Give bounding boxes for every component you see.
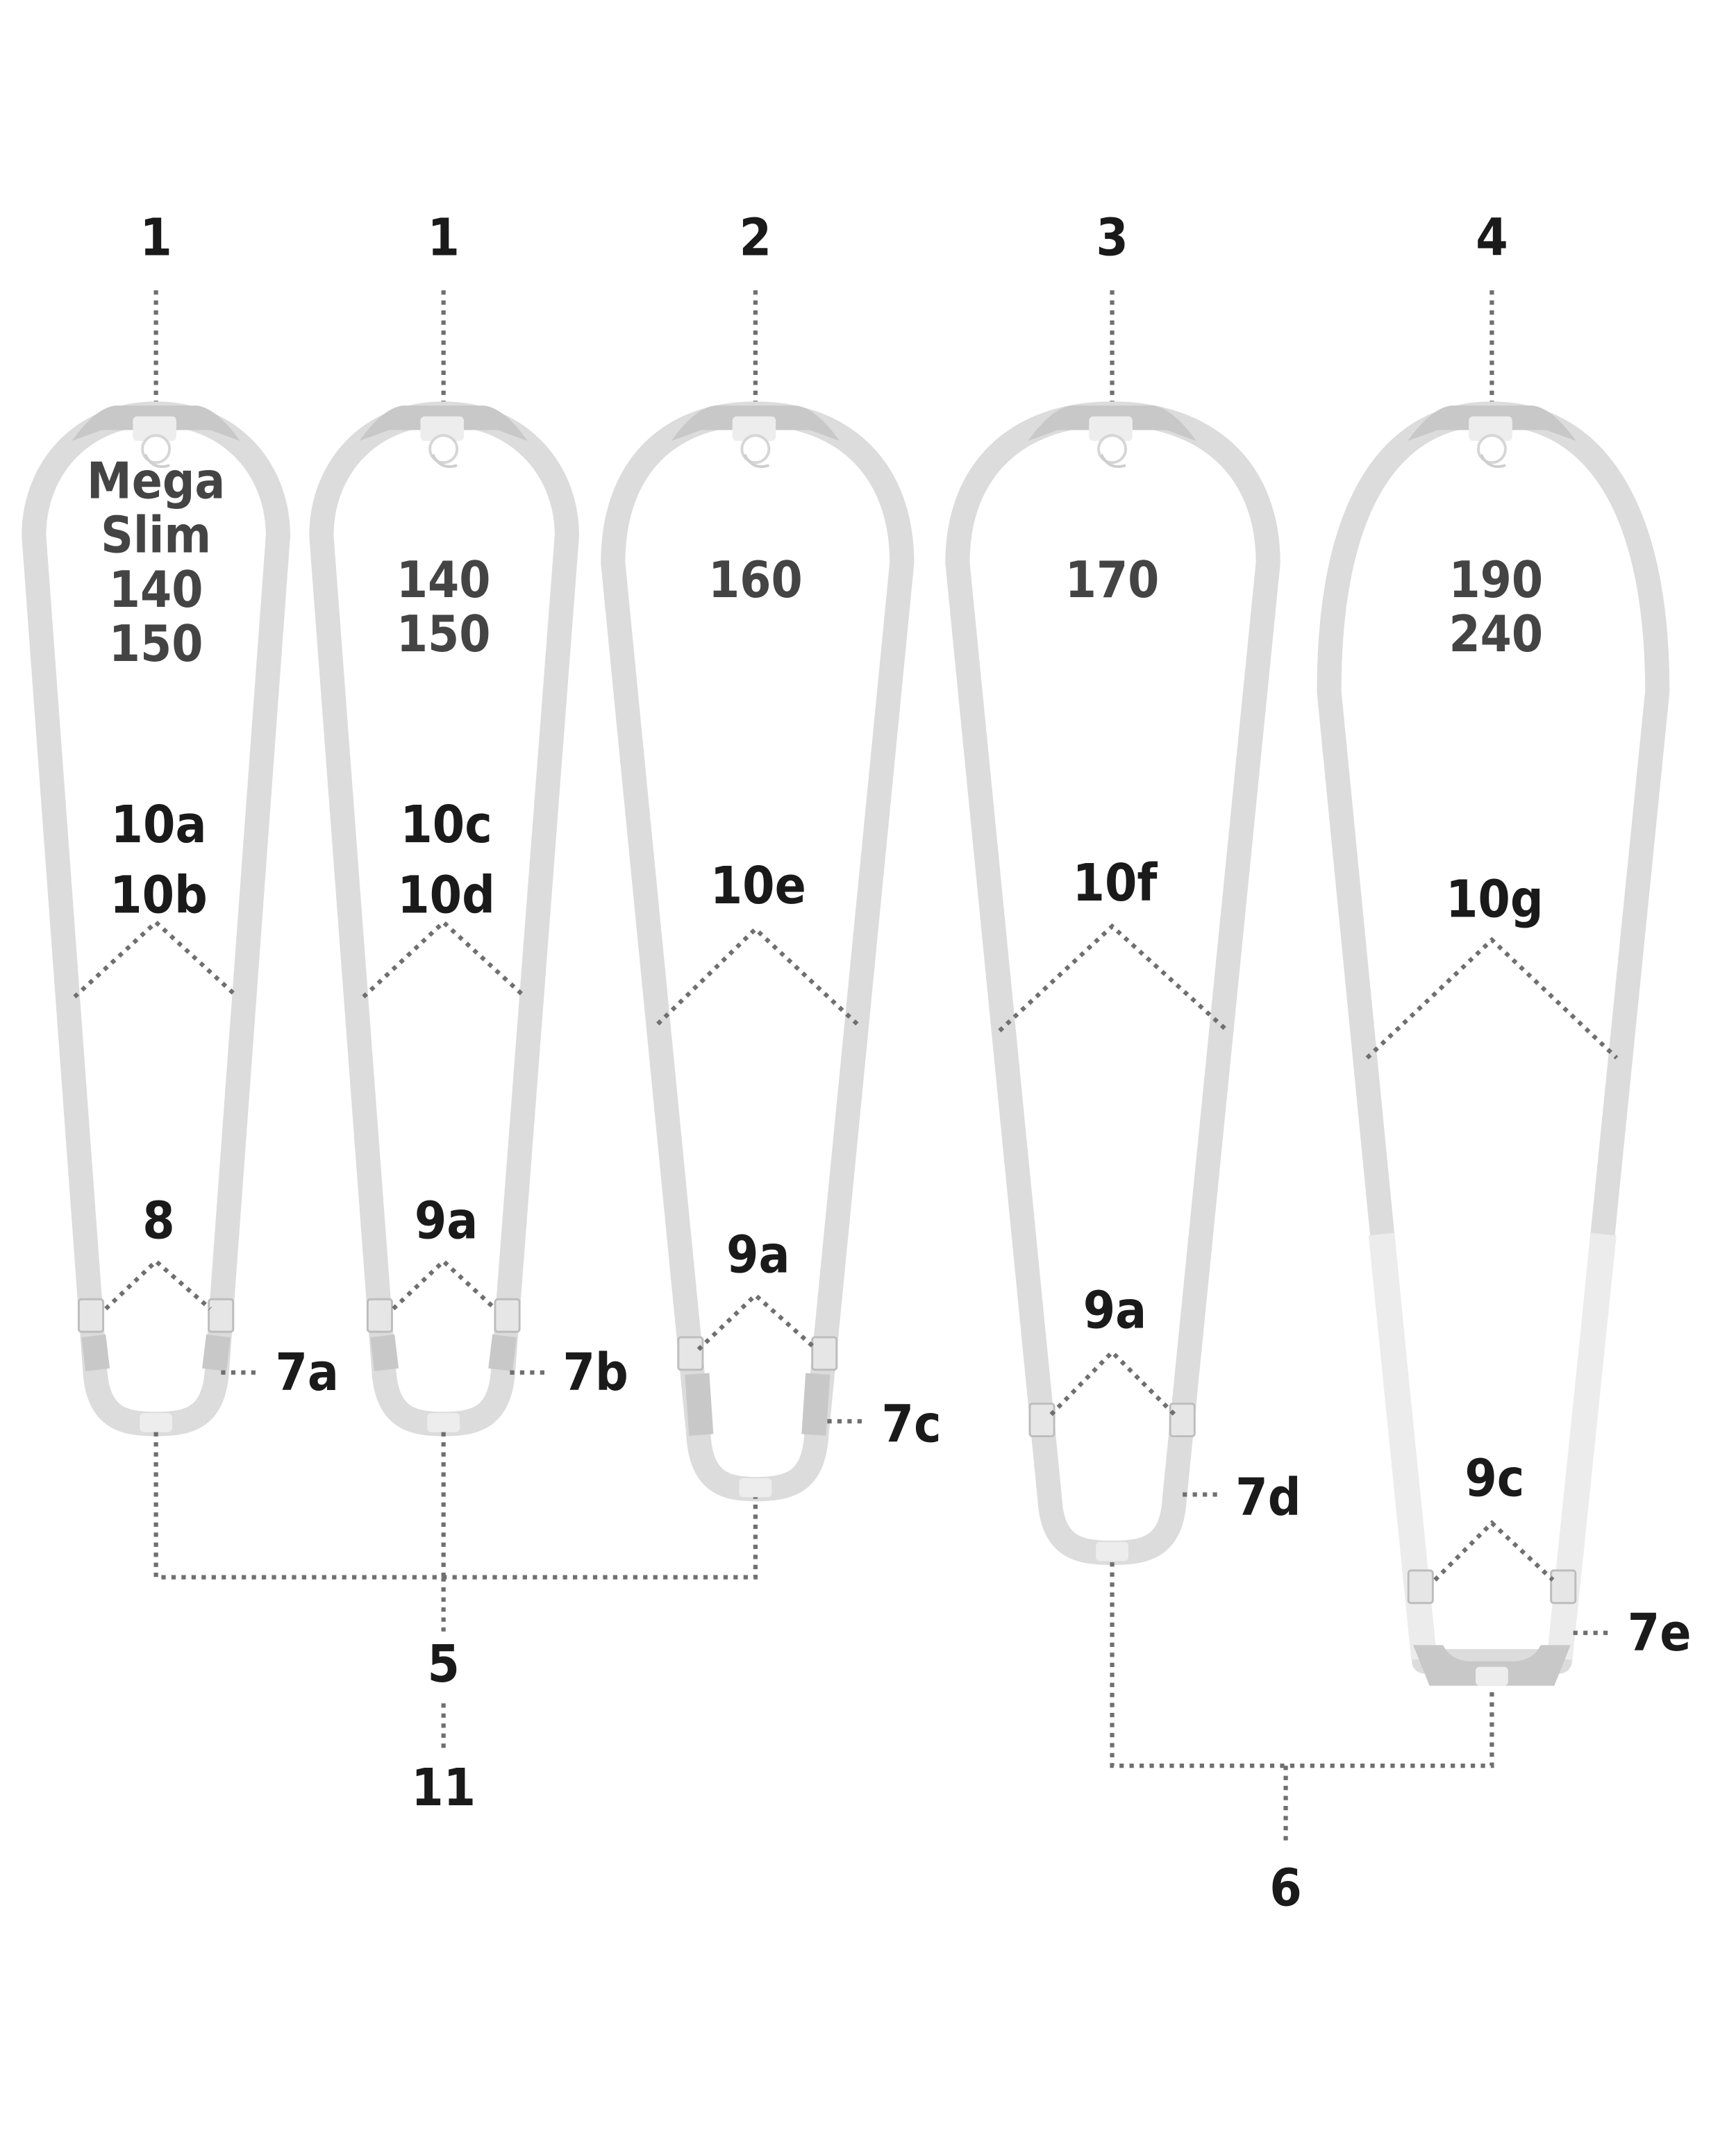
head-rope-icon	[431, 453, 458, 468]
clamp-label: 7d	[1235, 1467, 1301, 1528]
trim-clamp-right	[494, 1298, 521, 1333]
head-fitting	[732, 416, 776, 441]
size-label: 240	[1449, 605, 1543, 664]
grip-leader-line	[362, 919, 526, 999]
grip-leader-line	[1365, 937, 1619, 1060]
head-rope-icon	[1480, 453, 1506, 468]
head-hook-icon	[1476, 434, 1507, 464]
model-number-label: 1	[140, 207, 172, 267]
head-fitting	[1469, 416, 1512, 441]
trim-clamp-left	[1407, 1569, 1434, 1605]
tail-leader-line	[104, 1258, 212, 1311]
tail-end-cap	[1096, 1541, 1128, 1562]
size-label: 140	[397, 551, 491, 610]
model-number-label: 1	[427, 207, 459, 267]
model-number-label: 3	[1096, 207, 1128, 267]
head-hook-icon	[141, 434, 172, 464]
model-number-label: 4	[1476, 207, 1508, 267]
size-label: 160	[708, 551, 803, 610]
head-rope-icon	[144, 453, 170, 468]
group-label-5: 5	[427, 1634, 459, 1694]
boom-tail-section	[685, 1373, 831, 1436]
clamp-label: 7b	[563, 1342, 628, 1403]
size-label: 190	[1449, 551, 1543, 610]
grip-label: 10a	[111, 794, 207, 855]
tail-end-cap	[1476, 1666, 1508, 1686]
tail-end-cap	[140, 1413, 173, 1432]
tail-brackets: 5 11 6	[153, 1432, 1494, 1918]
tail-label: 9a	[726, 1224, 790, 1284]
tail-label: 9a	[415, 1190, 478, 1250]
head-fitting	[1089, 416, 1133, 441]
grip-label: 10d	[397, 865, 495, 926]
trim-clamp-right	[811, 1336, 838, 1371]
trim-clamp-right	[208, 1298, 235, 1333]
tail-label: 9c	[1464, 1448, 1524, 1509]
grip-label: 10g	[1446, 869, 1544, 930]
tail-leader-line	[696, 1292, 818, 1351]
tail-end-cap	[739, 1478, 772, 1498]
boom-4: 3 170 10f 9a 7d	[945, 207, 1301, 1566]
group-label-6: 6	[1269, 1857, 1301, 1918]
tail-leader-line	[1049, 1348, 1176, 1416]
grip-leader-line	[73, 919, 239, 999]
grip-label: 10f	[1073, 853, 1158, 913]
grip-label: 10c	[400, 794, 492, 855]
head-hook-icon	[428, 434, 459, 464]
head-rope-icon	[743, 453, 770, 468]
size-label: 170	[1065, 551, 1160, 610]
grip-label: 10b	[110, 865, 208, 926]
trim-clamp-left	[366, 1298, 393, 1333]
clamp-label: 7a	[275, 1342, 339, 1403]
trim-clamp-left	[1028, 1403, 1055, 1437]
grip-leader-line	[656, 926, 859, 1026]
head-fitting	[133, 416, 176, 441]
bracket-6-line	[1110, 1562, 1494, 1842]
tail-leader-line	[392, 1258, 497, 1311]
head-rope-icon	[1100, 453, 1126, 468]
group-label-11: 11	[411, 1757, 476, 1818]
clamp-label: 7c	[882, 1393, 942, 1454]
model-number-label: 2	[740, 207, 771, 267]
head-hook-icon	[740, 434, 771, 464]
trim-clamp-left	[677, 1336, 704, 1371]
grip-label: 10e	[710, 855, 806, 916]
tail-label: 8	[142, 1190, 174, 1250]
size-label: Slim	[101, 507, 211, 565]
trim-clamp-right	[1169, 1403, 1196, 1437]
size-label: 140	[109, 561, 203, 619]
bracket-5-line	[153, 1432, 758, 1750]
size-label: Mega	[87, 453, 225, 511]
tail-end-cap	[427, 1413, 460, 1432]
head-hook-icon	[1097, 434, 1128, 464]
boom-tail-section	[81, 1334, 231, 1371]
size-label: 150	[109, 615, 203, 673]
tail-leader-line	[1433, 1520, 1555, 1582]
tail-piece	[1413, 1645, 1571, 1686]
trim-clamp-right	[1550, 1569, 1577, 1605]
boom-tail-section	[370, 1334, 517, 1371]
head-fitting	[420, 416, 464, 441]
trim-clamp-left	[77, 1298, 105, 1333]
boom-3: 2 160 10e 9a 7c	[601, 207, 942, 1502]
tail-label: 9a	[1083, 1280, 1147, 1340]
size-label: 150	[397, 605, 491, 664]
grip-leader-line	[998, 923, 1229, 1032]
clamp-label: 7e	[1628, 1602, 1692, 1663]
